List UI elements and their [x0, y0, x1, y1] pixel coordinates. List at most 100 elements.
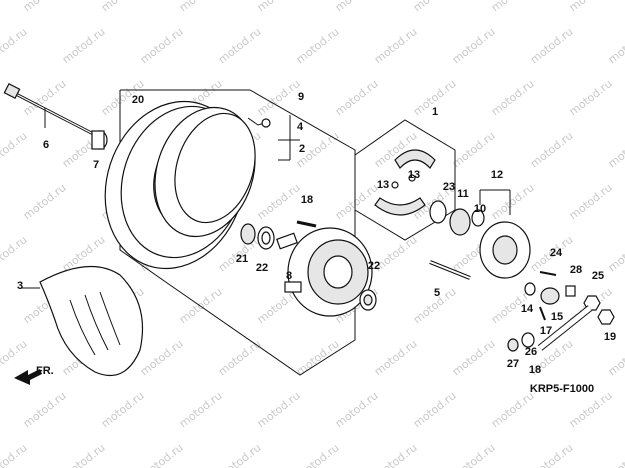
part-number-label: 24: [550, 247, 563, 259]
watermark-text: motod.ru: [606, 337, 625, 378]
watermark-text: motod.ru: [294, 337, 342, 378]
part-number-label: 21: [236, 253, 248, 265]
part-number-label: 13: [377, 179, 389, 191]
watermark-text: motod.ru: [216, 25, 264, 66]
tire-part: [39, 265, 143, 377]
part-number-label: 3: [17, 280, 23, 292]
watermark-text: motod.ru: [333, 389, 381, 430]
watermark-text: motod.ru: [489, 0, 537, 14]
watermark-text: motod.ru: [606, 233, 625, 274]
watermark-text: motod.ru: [450, 441, 498, 468]
wheel-rim-part: [104, 100, 256, 270]
watermark-text: motod.ru: [60, 441, 108, 468]
leader-lines: [22, 108, 511, 289]
part-number-label: 9: [298, 91, 304, 103]
part-number-label: 12: [491, 169, 503, 181]
brake-panel-part: [429, 200, 531, 280]
valve-part: [247, 117, 271, 128]
part-number-label: 15: [551, 311, 563, 323]
watermark-text: motod.ru: [294, 25, 342, 66]
part-number-label: 17: [540, 325, 552, 337]
watermark-text: motod.ru: [216, 441, 264, 468]
brake-shoes-part: [354, 119, 456, 241]
part-number-label: 6: [43, 139, 49, 151]
watermark-text: motod.ru: [372, 25, 420, 66]
watermark-text: motod.ru: [567, 0, 615, 14]
watermark-text: motod.ru: [99, 389, 147, 430]
assembly-outline: [119, 89, 356, 376]
watermark-text: motod.ru: [21, 0, 69, 14]
watermark-text: motod.ru: [606, 25, 625, 66]
watermark-text: motod.ru: [177, 389, 225, 430]
watermark-text: motod.ru: [450, 337, 498, 378]
part-number-label: 27: [507, 358, 519, 370]
part-number-label: 10: [474, 203, 486, 215]
watermark-text: motod.ru: [0, 129, 30, 170]
watermark-text: motod.ru: [489, 77, 537, 118]
watermark-text: motod.ru: [255, 181, 303, 222]
watermark-text: motod.ru: [138, 25, 186, 66]
watermark-text: motod.ru: [372, 337, 420, 378]
watermark-text: motod.ru: [60, 25, 108, 66]
watermark-text: motod.ru: [489, 181, 537, 222]
hub-part: [284, 220, 373, 317]
watermark-text: motod.ru: [255, 77, 303, 118]
front-direction-label: FR.: [36, 365, 54, 377]
part-number-label: 28: [570, 264, 582, 276]
watermark-text: motod.ru: [177, 0, 225, 14]
watermark-text: motod.ru: [450, 129, 498, 170]
part-number-label: 14: [521, 303, 534, 315]
bearing-part: [240, 223, 298, 250]
watermark-text: motod.ru: [138, 337, 186, 378]
part-number-label: 19: [604, 331, 616, 343]
watermark-text: motod.ru: [528, 129, 576, 170]
part-number-label: 8: [286, 270, 292, 282]
watermark-text: motod.ru: [255, 0, 303, 14]
watermark-text: motod.ru: [99, 0, 147, 14]
part-number-label: 18: [301, 194, 313, 206]
watermark-text: motod.ru: [567, 77, 615, 118]
watermark-text: motod.ru: [606, 129, 625, 170]
part-number-label: 4: [297, 121, 304, 133]
diagram-code: KRP5-F1000: [530, 383, 594, 395]
part-number-label: 13: [408, 169, 420, 181]
watermark-text: motod.ru: [0, 25, 30, 66]
part-number-label: 22: [368, 260, 380, 272]
part-number-label: 25: [592, 270, 604, 282]
bearing-right-part: [359, 289, 377, 311]
watermark-text: motod.ru: [21, 181, 69, 222]
hardware-part: [507, 271, 615, 352]
front-direction-arrow: FR.: [14, 365, 54, 385]
watermark-text: motod.ru: [411, 0, 459, 14]
part-number-label: 7: [93, 159, 99, 171]
watermark-text: motod.ru: [333, 0, 381, 14]
watermark-text: motod.ru: [606, 441, 625, 468]
part-number-label: 5: [434, 287, 440, 299]
watermark-text: motod.ru: [372, 441, 420, 468]
watermark-text: motod.ru: [567, 389, 615, 430]
collar-part: [91, 130, 108, 150]
part-number-label: 20: [132, 94, 144, 106]
watermark-text: motod.ru: [0, 233, 30, 274]
watermark-text: motod.ru: [450, 25, 498, 66]
watermark-text: motod.ru: [21, 389, 69, 430]
part-number-label: 11: [457, 188, 469, 200]
watermark-text: motod.ru: [528, 25, 576, 66]
watermark-text: motod.ru: [294, 441, 342, 468]
watermark-text: motod.ru: [216, 337, 264, 378]
watermark-text: motod.ru: [333, 181, 381, 222]
watermark-text: motod.ru: [255, 389, 303, 430]
part-number-label: 2: [299, 143, 305, 155]
part-number-label: 22: [256, 262, 268, 274]
axle-part: [3, 83, 106, 142]
part-number-label: 18: [529, 364, 541, 376]
watermark-text: motod.ru: [567, 181, 615, 222]
watermark-text: motod.ru: [138, 441, 186, 468]
part-number-label: 26: [525, 346, 537, 358]
part-number-label: 1: [432, 106, 438, 118]
watermark-text: motod.ru: [333, 77, 381, 118]
watermark-text: motod.ru: [528, 441, 576, 468]
part-number-label: 23: [443, 181, 455, 193]
